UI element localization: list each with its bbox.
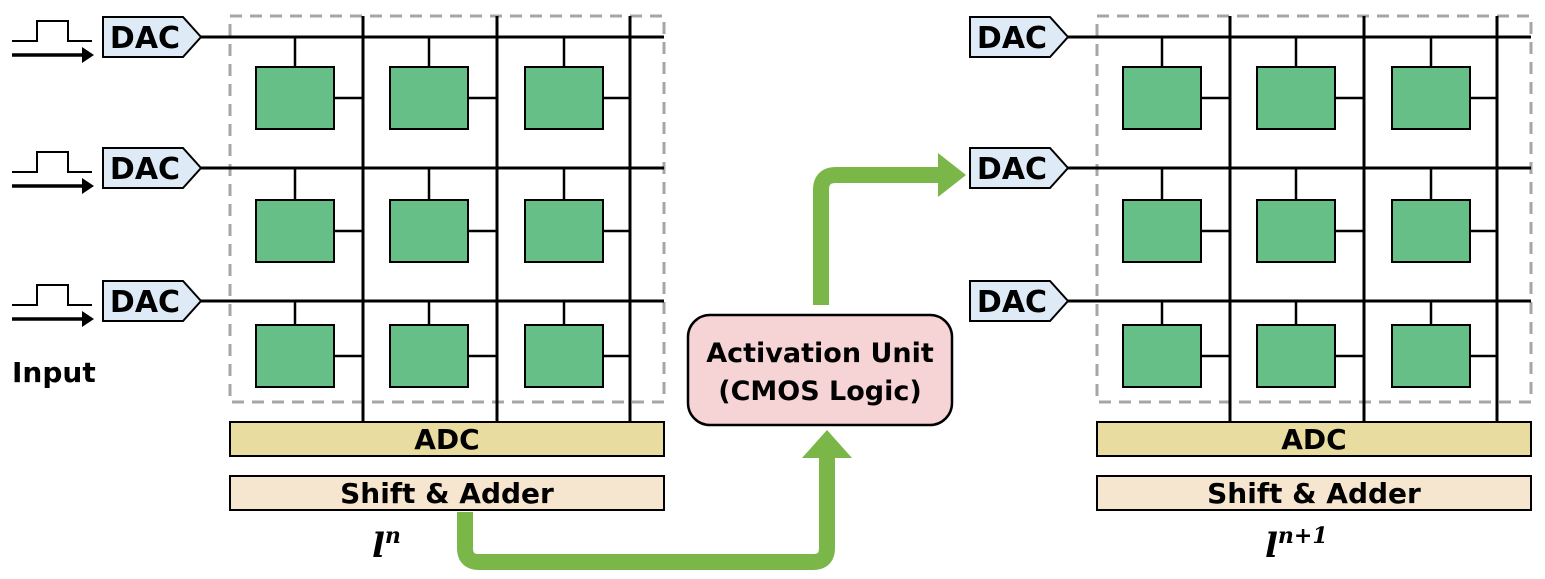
dac-block[interactable]: DAC [969, 16, 1070, 58]
dac-block[interactable]: DAC [102, 16, 203, 58]
dac-label: DAC [110, 21, 180, 56]
input-label: Input [12, 356, 96, 389]
adc-label: ADC [1281, 423, 1346, 456]
memory-cell[interactable] [1122, 301, 1230, 388]
activation-label-line2: (CMOS Logic) [718, 376, 922, 407]
memory-cell[interactable] [1122, 37, 1230, 130]
memory-cell[interactable] [389, 37, 497, 130]
shift-adder-label: Shift & Adder [1207, 477, 1421, 510]
dac-label: DAC [977, 152, 1047, 187]
array-boundary [228, 14, 666, 404]
activation-label-line1: Activation Unit [706, 338, 934, 369]
input-pulse-icon [12, 284, 94, 327]
layer-label-n: ln [372, 523, 401, 566]
memory-cell[interactable] [524, 301, 630, 388]
memory-cell[interactable] [255, 37, 363, 130]
adc-block[interactable]: ADC [229, 421, 665, 457]
memory-cell[interactable] [524, 37, 630, 130]
dac-block[interactable]: DAC [102, 280, 203, 322]
memory-cell[interactable] [255, 168, 363, 263]
dataflow-arrow [457, 455, 835, 570]
layer-label-n-plus-1: ln+1 [1265, 523, 1328, 566]
adc-label: ADC [414, 423, 479, 456]
activation-unit[interactable]: Activation Unit (CMOS Logic) [686, 313, 954, 427]
dac-label: DAC [977, 285, 1047, 320]
memory-cell[interactable] [524, 168, 630, 263]
memory-cell[interactable] [255, 301, 363, 388]
memory-cell[interactable] [1122, 168, 1230, 263]
input-pulse-icon [12, 20, 94, 63]
dac-label: DAC [110, 285, 180, 320]
memory-cell[interactable] [1256, 37, 1364, 130]
memory-cell[interactable] [389, 168, 497, 263]
shift-adder-block[interactable]: Shift & Adder [229, 475, 665, 511]
array-boundary [1095, 14, 1533, 404]
dac-block[interactable]: DAC [969, 280, 1070, 322]
adc-block[interactable]: ADC [1096, 421, 1532, 457]
memory-cell[interactable] [1256, 168, 1364, 263]
crossbar-layer-n-plus-1: DAC DAC DAC ADC Shift & Adder [969, 14, 1533, 511]
input-pulse-icon [12, 151, 94, 194]
shift-adder-block[interactable]: Shift & Adder [1096, 475, 1532, 511]
dac-label: DAC [977, 21, 1047, 56]
dac-block[interactable]: DAC [102, 147, 203, 189]
dac-label: DAC [110, 152, 180, 187]
memory-cell[interactable] [1391, 301, 1497, 388]
dac-block[interactable]: DAC [969, 147, 1070, 189]
memory-cell[interactable] [1391, 37, 1497, 130]
shift-adder-label: Shift & Adder [340, 477, 554, 510]
dataflow-arrowhead-right [938, 153, 966, 197]
dataflow-arrowhead-up [802, 430, 852, 458]
memory-cell[interactable] [389, 301, 497, 388]
memory-cell[interactable] [1256, 301, 1364, 388]
dataflow-arrow-out [813, 167, 942, 305]
memory-cell[interactable] [1391, 168, 1497, 263]
input-signals [12, 20, 94, 327]
crossbar-layer-n: DAC DAC DAC ADC Shift & Adder [102, 14, 666, 511]
